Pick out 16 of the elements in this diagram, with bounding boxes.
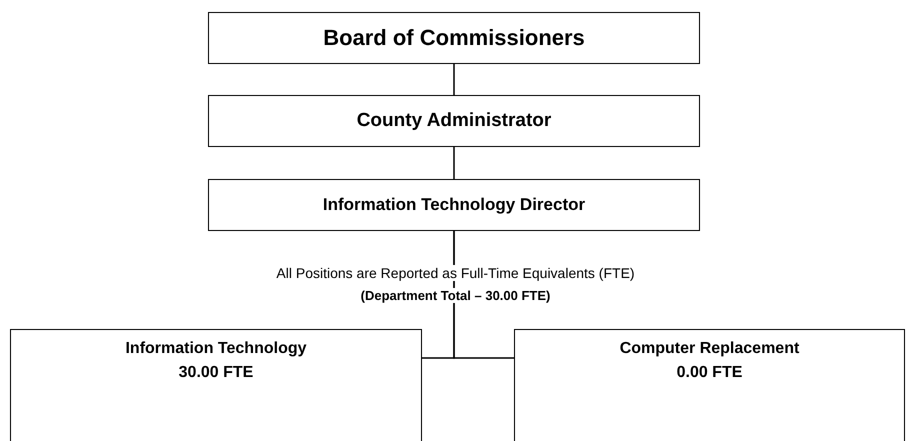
org-box [208, 95, 700, 147]
box-title: County Administrator [356, 110, 552, 132]
org-box [10, 329, 422, 441]
connector-line [453, 64, 455, 95]
box-title: Information Technology [125, 340, 307, 358]
fte-count: 30.00 FTE [178, 364, 254, 382]
box-title: Information Technology Director [322, 195, 586, 215]
box-title: Board of Commissioners [323, 25, 585, 51]
org-box [208, 179, 700, 231]
org-box [514, 329, 905, 441]
connector-line [453, 147, 455, 179]
note-text: All Positions are Reported as Full-Time Equivalents (FTE) [274, 265, 637, 281]
box-title: Computer Replacement [620, 340, 800, 358]
total-note: (Department Total – 30.00 FTE) [358, 288, 552, 303]
org-box [208, 12, 700, 64]
fte-count: 0.00 FTE [676, 364, 742, 382]
